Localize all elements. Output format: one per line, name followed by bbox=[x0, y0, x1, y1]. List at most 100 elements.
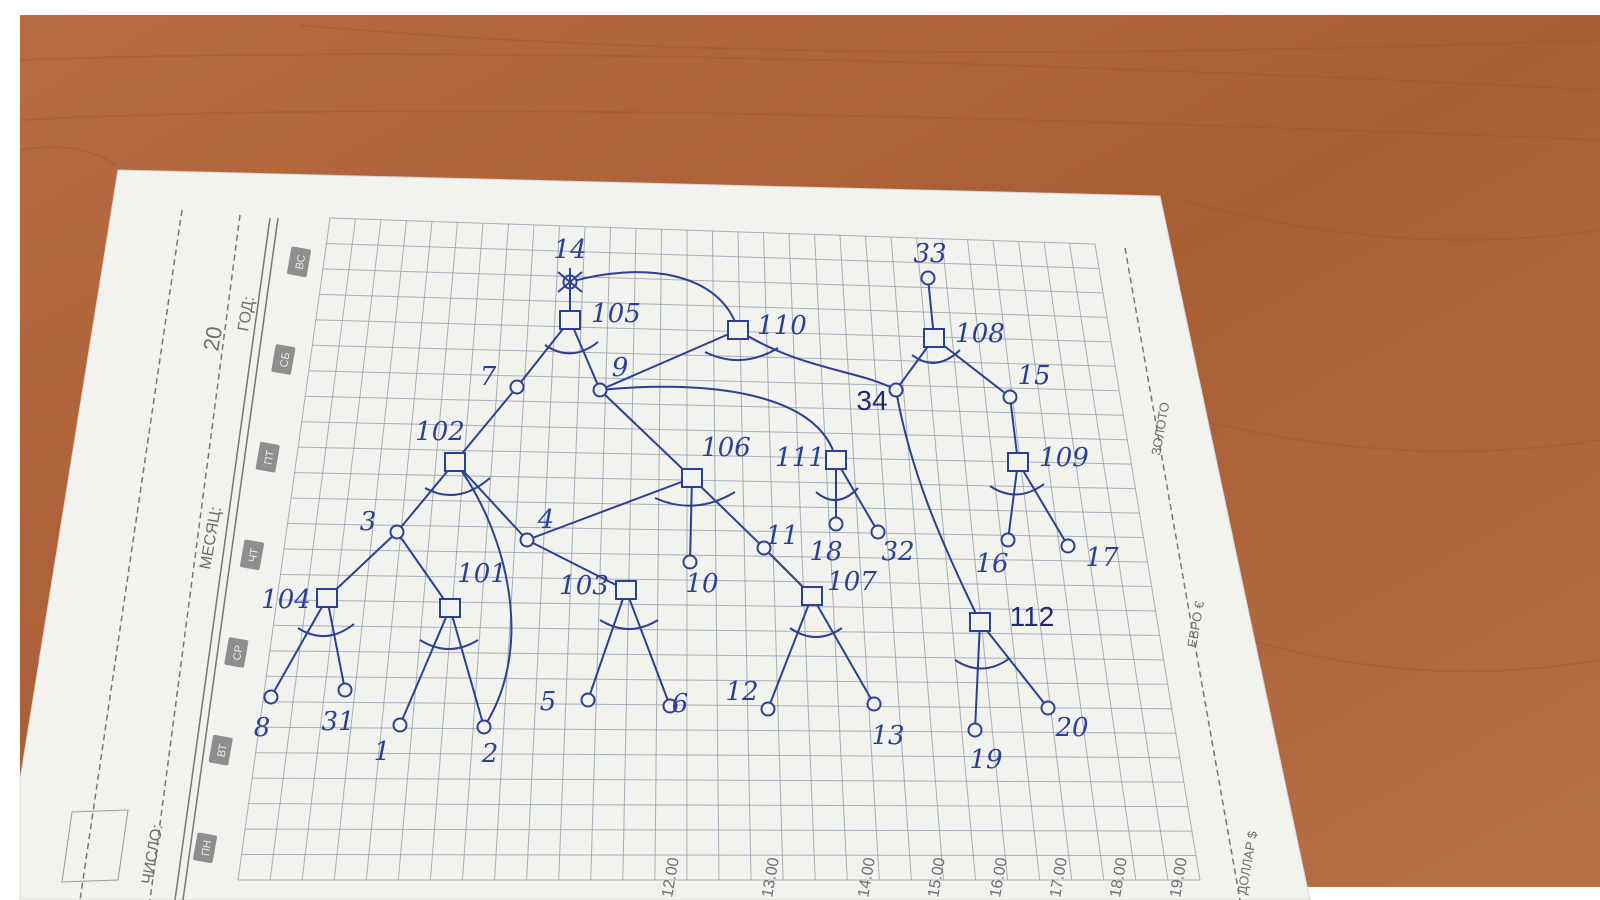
state-node bbox=[682, 554, 698, 570]
and-arc bbox=[954, 657, 1011, 670]
graph-edge bbox=[625, 589, 671, 707]
operator-node bbox=[801, 586, 823, 606]
paper-sheet bbox=[19, 169, 1311, 900]
time-tick: 12.00 bbox=[659, 856, 683, 898]
graph-edge bbox=[933, 337, 1011, 398]
weekday-box: СБ bbox=[271, 344, 296, 375]
node-label: 3 bbox=[360, 507, 377, 537]
operator-node bbox=[444, 452, 466, 472]
state-node bbox=[580, 692, 596, 708]
node-label: 109 bbox=[1039, 443, 1089, 473]
state-node bbox=[1000, 532, 1016, 548]
and-arc bbox=[815, 487, 859, 501]
node-label: 111 bbox=[775, 443, 825, 473]
graph-edge bbox=[737, 329, 897, 391]
node-label: 1 bbox=[374, 737, 391, 767]
graph-edge bbox=[516, 319, 571, 388]
weekday-box: ЧТ bbox=[240, 539, 264, 571]
operator-node bbox=[923, 328, 945, 348]
state-node bbox=[263, 689, 279, 705]
graph-edge bbox=[569, 319, 601, 391]
node-label: 106 bbox=[701, 433, 751, 463]
operator-node bbox=[681, 468, 703, 488]
time-tick: 18.00 bbox=[1107, 856, 1131, 898]
graph-edge bbox=[689, 477, 693, 563]
node-label: 108 bbox=[955, 319, 1005, 349]
left-margin-lines bbox=[79, 209, 279, 900]
graph-edge bbox=[449, 607, 485, 728]
state-node bbox=[389, 524, 405, 540]
graph-edge bbox=[396, 531, 451, 609]
node-label: 19 bbox=[969, 745, 1002, 775]
node-label: 9 bbox=[612, 353, 629, 383]
graph-edge bbox=[454, 461, 513, 728]
graph-edge bbox=[399, 607, 451, 726]
node-label: 102 bbox=[415, 417, 465, 447]
state-node bbox=[828, 516, 844, 532]
weekday-box: СР bbox=[224, 637, 249, 668]
year-prefix: 20 bbox=[198, 324, 227, 352]
operator-node bbox=[727, 320, 749, 340]
and-arc bbox=[424, 477, 491, 496]
node-label: 110 bbox=[757, 311, 807, 341]
graph-edge bbox=[526, 539, 627, 591]
node-label: 103 bbox=[559, 571, 609, 601]
operator-node bbox=[969, 612, 991, 632]
weekday-label: ВС bbox=[294, 254, 308, 271]
graph-edge bbox=[587, 589, 627, 701]
state-node bbox=[756, 540, 772, 556]
time-tick: 14.00 bbox=[855, 856, 879, 898]
node-label: 33 bbox=[913, 239, 946, 269]
node-label: 112 bbox=[1010, 601, 1055, 632]
node-label: 4 bbox=[537, 505, 555, 535]
node-label: 34 bbox=[856, 385, 887, 416]
right-margin-lines bbox=[1124, 247, 1241, 900]
weekday-box: ВС bbox=[287, 246, 311, 278]
graph-edge bbox=[454, 461, 528, 541]
node-label: 5 bbox=[540, 687, 557, 717]
and-arc bbox=[911, 349, 961, 364]
graph-edge bbox=[270, 597, 328, 698]
time-tick: 13.00 bbox=[759, 856, 783, 898]
and-arc bbox=[419, 639, 479, 650]
graph-edge bbox=[326, 597, 346, 691]
graph-edge bbox=[569, 271, 739, 331]
goal-mark bbox=[557, 268, 583, 296]
weekday-box: ПТ bbox=[255, 441, 280, 473]
node-label: 10 bbox=[685, 569, 718, 599]
operator-node bbox=[825, 450, 847, 470]
year-label: ГОД: bbox=[235, 295, 258, 333]
and-arc bbox=[544, 341, 599, 355]
node-label: 105 bbox=[591, 299, 641, 329]
and-arc bbox=[704, 347, 779, 362]
and-arc bbox=[989, 483, 1045, 496]
state-node bbox=[509, 379, 525, 395]
node-label: 15 bbox=[1017, 361, 1050, 391]
graph-edge bbox=[599, 385, 837, 461]
operator-node bbox=[559, 310, 581, 330]
time-tick: 15.00 bbox=[925, 856, 949, 898]
paper-grid bbox=[237, 217, 1201, 881]
node-label: 14 bbox=[553, 235, 586, 265]
state-node bbox=[1060, 538, 1076, 554]
and-arc bbox=[789, 627, 843, 638]
operator-node bbox=[1007, 452, 1029, 472]
node-label: 104 bbox=[261, 585, 311, 615]
weekday-label: ЧТ bbox=[247, 547, 261, 563]
graph-edge bbox=[979, 621, 1049, 709]
weekday-label: СР bbox=[231, 644, 245, 661]
operator-node bbox=[316, 588, 338, 608]
state-node bbox=[519, 532, 535, 548]
node-label: 6 bbox=[672, 689, 689, 719]
graph-edge bbox=[974, 621, 981, 731]
state-node bbox=[760, 701, 776, 717]
operator-node bbox=[439, 598, 461, 618]
node-label: 16 bbox=[975, 549, 1008, 579]
weekday-box: ПН bbox=[193, 832, 217, 864]
graph-edge bbox=[1007, 461, 1019, 541]
state-node bbox=[967, 722, 983, 738]
state-node bbox=[920, 270, 936, 286]
operator-node bbox=[615, 580, 637, 600]
